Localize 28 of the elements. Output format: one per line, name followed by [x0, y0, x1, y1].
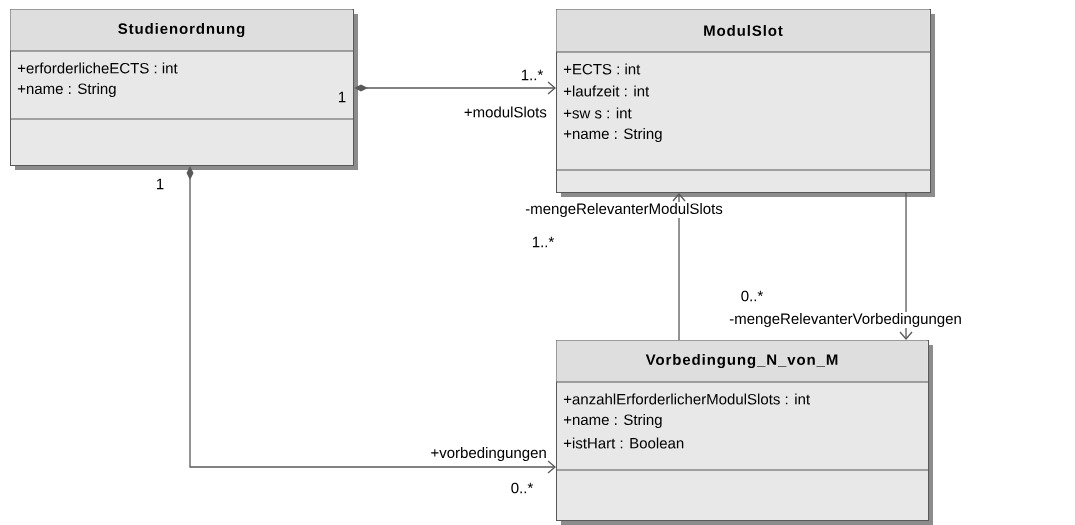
attribute-text: +laufzeit : int: [563, 85, 650, 97]
class-box: [9, 9, 358, 170]
role-name: -mengeRelevanterVorbedingungen: [729, 313, 961, 327]
association-line: [899, 192, 913, 340]
multiplicity-label: 0..*: [741, 290, 764, 302]
multiplicity-label: 0..*: [511, 482, 534, 494]
class-name: Studienordnung: [118, 23, 245, 38]
association-line: [186, 166, 556, 474]
role-name: +modulSlots: [464, 106, 547, 118]
attribute-text: +anzahlErforderlicherModulSlots : int: [563, 393, 810, 405]
attribute-text: +sw s : int: [563, 107, 632, 119]
role-name: +vorbedingungen: [431, 447, 546, 461]
class-box: [555, 340, 933, 525]
attribute-text: +erforderlicheECTS : int: [17, 62, 178, 74]
association-line: [672, 193, 686, 341]
class-name: Vorbedingung_N_von_M: [645, 354, 838, 369]
role-name: -mengeRelevanterModulSlots: [525, 203, 723, 217]
multiplicity-label: 1..*: [521, 69, 544, 81]
multiplicity-label: 1: [339, 91, 346, 103]
attribute-text: +ECTS : int: [563, 63, 641, 75]
attribute-text: +name : String: [17, 83, 116, 97]
class-box: [555, 9, 935, 197]
association-line: [354, 81, 556, 95]
attribute-text: +name : String: [563, 414, 662, 428]
attribute-text: +istHart : Boolean: [563, 437, 684, 449]
multiplicity-label: 1..*: [532, 236, 555, 248]
class-name: ModulSlot: [704, 25, 783, 36]
attribute-text: +name : String: [563, 128, 662, 142]
